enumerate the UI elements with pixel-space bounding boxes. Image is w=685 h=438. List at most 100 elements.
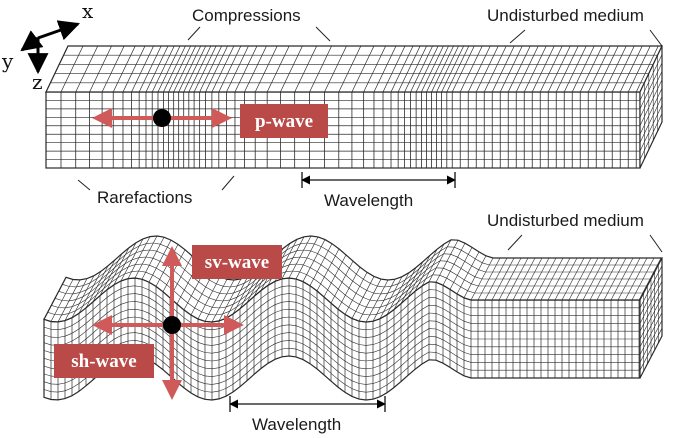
p-block-grid-line <box>639 79 663 126</box>
s-block-grid-line <box>54 256 651 302</box>
p-block-grid-line <box>491 45 515 93</box>
s-block-grid-line <box>47 270 644 316</box>
p-block-grid-line <box>234 45 258 93</box>
top-annotations: Compressions Undisturbed medium Rarefact… <box>77 6 663 210</box>
undisturbed-leader-top-2 <box>649 29 663 47</box>
p-block-grid-line <box>173 45 196 93</box>
x-axis-label: x <box>82 0 94 23</box>
p-block-grid-line <box>639 88 663 135</box>
p-block-grid-line <box>415 45 439 93</box>
p-block-grid-line <box>475 45 499 93</box>
p-block-grid-line <box>163 45 186 93</box>
p-block-grid-line <box>178 45 201 93</box>
wavelength-label-top: Wavelength <box>324 191 413 210</box>
undisturbed-leader-top-1 <box>509 29 526 44</box>
p-block-grid-line <box>138 45 162 93</box>
p-block-grid-line <box>75 45 99 93</box>
s-block-grid-line <box>43 285 640 331</box>
s-block-grid-line <box>639 281 663 324</box>
p-block-grid-line <box>639 96 663 143</box>
wavelength-label-bottom: Wavelength <box>252 415 341 434</box>
p-block-grid-line <box>515 45 539 93</box>
p-block-grid-line <box>639 54 663 101</box>
p-block-grid-line <box>639 104 663 152</box>
p-block-grid-line <box>145 45 169 93</box>
p-block-grid-line <box>45 45 69 93</box>
p-block-grid-line <box>639 71 663 118</box>
p-block-top-face <box>45 45 663 93</box>
s-block-grid-line <box>639 312 663 355</box>
p-block-grid-line <box>595 45 619 93</box>
p-block-grid-line <box>436 45 459 93</box>
p-block-grid-line <box>351 45 375 93</box>
s-block-grid-line <box>639 304 663 347</box>
p-block-grid-line <box>397 45 421 93</box>
p-block-grid-line <box>404 45 427 93</box>
p-block-grid-line <box>507 45 531 93</box>
p-block-grid-line <box>459 45 483 93</box>
p-block-grid-line <box>451 45 475 93</box>
s-block-grid-line <box>639 265 663 308</box>
p-block-grid-line <box>587 45 611 93</box>
p-block-grid-line <box>338 45 362 93</box>
x-axis-arrow <box>37 20 80 41</box>
y-axis-label: y <box>1 49 14 73</box>
p-wave-motion: p-wave <box>92 104 328 138</box>
axis-indicator: x y z <box>1 0 94 94</box>
p-block-grid-line <box>122 45 146 93</box>
p-block-grid-line <box>499 45 523 93</box>
p-block-grid-line <box>446 45 470 93</box>
p-block-grid-line <box>467 45 491 93</box>
s-block-grid-line <box>62 242 659 288</box>
p-block-grid-line <box>563 45 587 93</box>
undisturbed-label-top: Undisturbed medium <box>487 6 644 25</box>
rarefactions-leader-right <box>221 175 235 191</box>
rarefactions-leader-left <box>77 179 91 191</box>
p-block-grid-line <box>635 45 659 93</box>
p-block-grid-line <box>571 45 595 93</box>
compressions-label: Compressions <box>192 6 301 25</box>
s-block-grid-line <box>43 293 640 338</box>
undisturbed-label-bottom: Undisturbed medium <box>487 211 644 230</box>
p-block-grid-line <box>294 45 317 93</box>
s-block-grid-line <box>639 320 663 363</box>
s-block-grid-line <box>58 249 655 295</box>
s-block-grid-line <box>639 328 663 371</box>
y-axis-arrow <box>20 30 44 52</box>
p-block-grid-line <box>390 45 414 93</box>
compressions-leader-right <box>315 26 331 42</box>
p-block-grid-line <box>579 45 603 93</box>
p-block-grid-line <box>523 45 547 93</box>
rarefactions-label: Rarefactions <box>97 188 192 207</box>
p-block-grid-line <box>218 45 242 93</box>
p-block-grid-line <box>254 45 278 93</box>
p-block-grid-line <box>324 45 347 93</box>
sh-wave-label: sh-wave <box>71 351 136 372</box>
p-block-grid-line <box>60 45 84 93</box>
p-block-grid-line <box>168 45 191 93</box>
s-block-grid-line <box>43 301 640 346</box>
p-block-grid-line <box>555 45 579 93</box>
s-block-grid-line <box>639 296 663 340</box>
p-block-front-face <box>45 91 641 169</box>
p-block-grid-line <box>547 45 571 93</box>
p-wave-label: p-wave <box>255 111 313 132</box>
p-block-grid-line <box>266 45 290 93</box>
p-block-grid-line <box>421 45 444 93</box>
p-block-grid-line <box>363 45 386 93</box>
p-block-grid-line <box>199 45 222 93</box>
s-block-grid-line <box>43 308 640 354</box>
z-axis-label: z <box>32 70 43 94</box>
sh-wave-label-box <box>54 344 154 378</box>
s-wave-particle <box>163 316 181 334</box>
p-block-grid-line <box>603 45 627 93</box>
p-wave-particle <box>153 109 171 127</box>
s-wave-motion: sv-wave sh-wave <box>54 245 282 400</box>
p-block-grid-line <box>89 45 112 93</box>
p-block-grid-line <box>205 45 228 93</box>
p-block-grid-line <box>373 45 397 93</box>
p-block-grid-line <box>157 45 181 93</box>
p-block-grid-line <box>483 45 507 93</box>
